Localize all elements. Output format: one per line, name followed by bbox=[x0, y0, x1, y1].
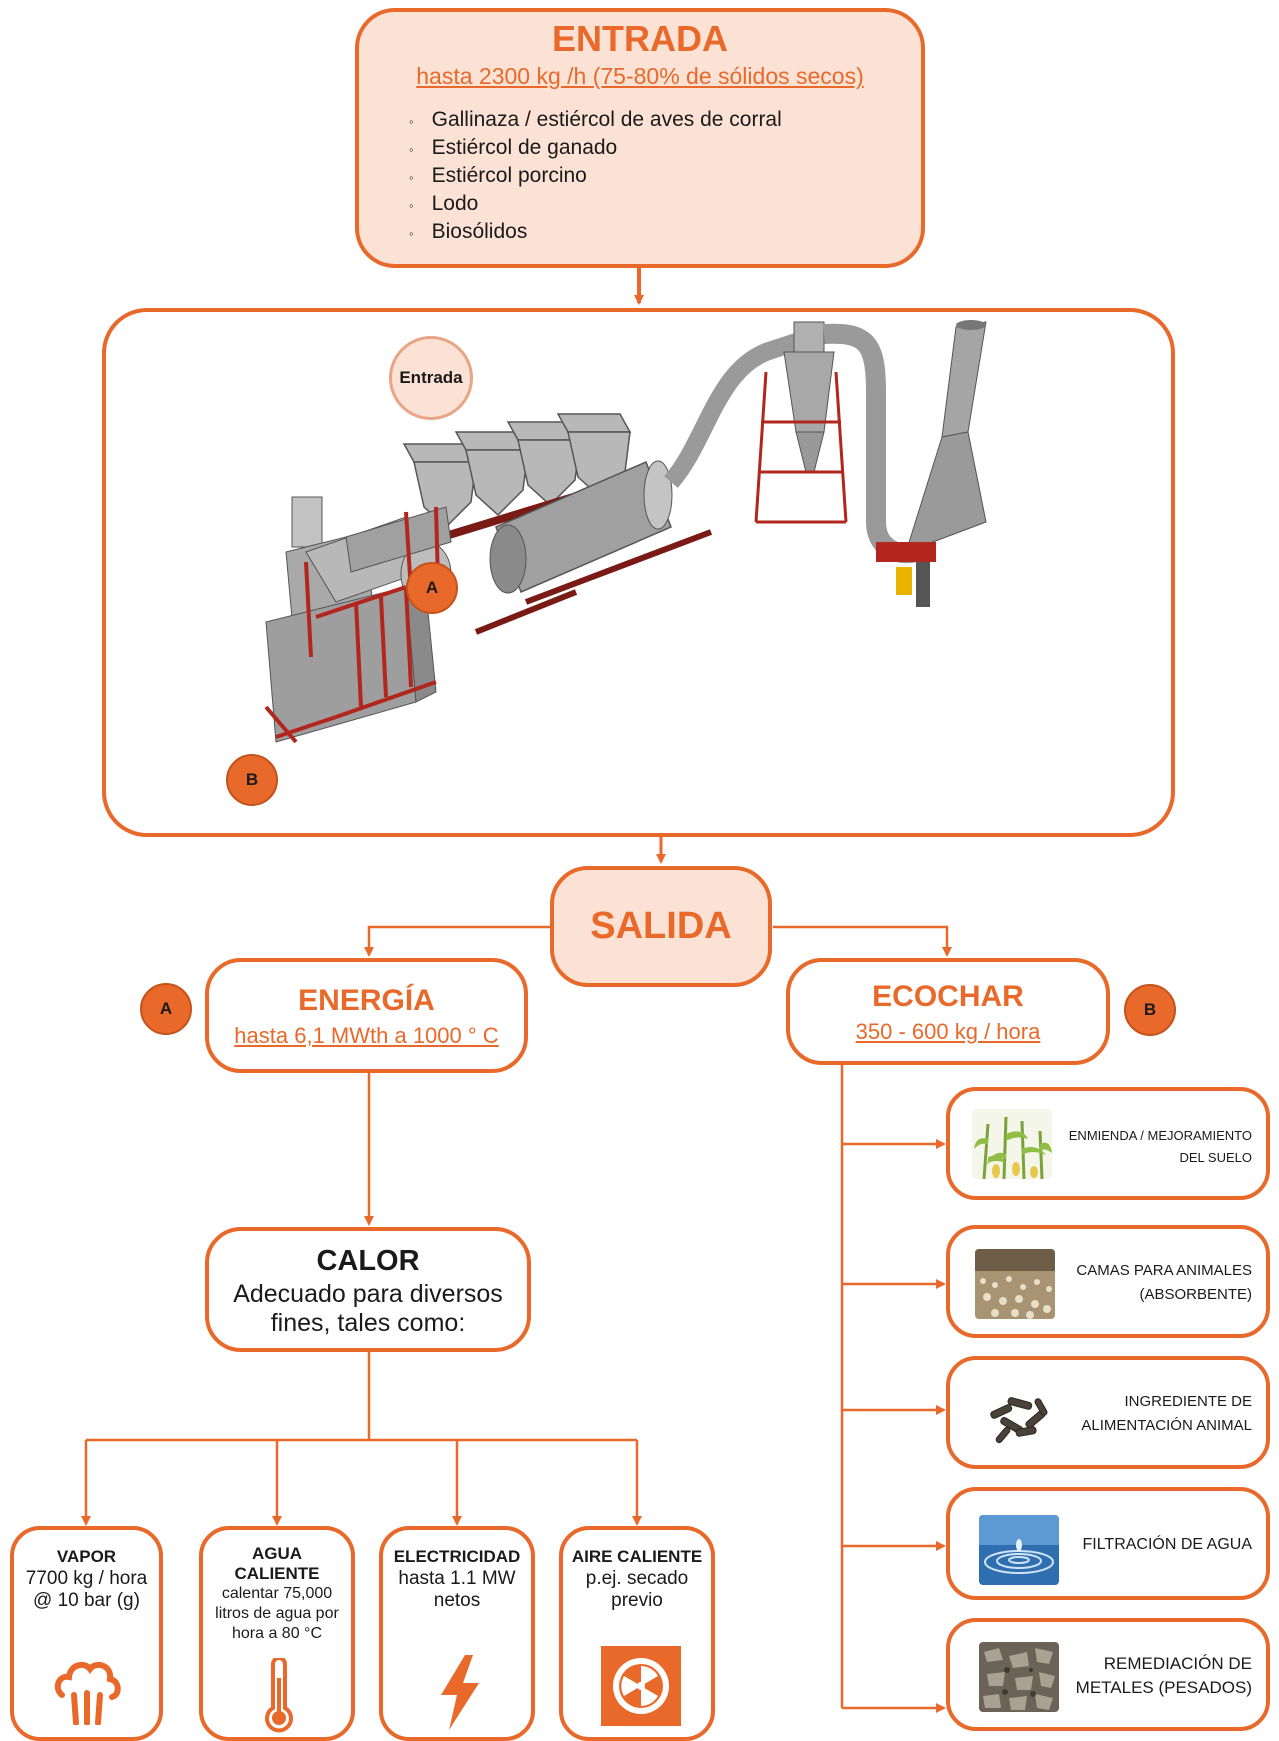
plant-badge-a: A bbox=[406, 562, 458, 614]
energia-box: ENERGÍA hasta 6,1 MWth a 1000 ° C bbox=[205, 958, 528, 1073]
vapor-box: VAPOR 7700 kg / hora @ 10 bar (g) bbox=[10, 1526, 163, 1741]
list-item: ◦Biosólidos bbox=[409, 220, 528, 243]
usecase-metales-line-1: REMEDIACIÓN DE bbox=[1103, 1654, 1252, 1673]
plant-badge-b: B bbox=[226, 754, 278, 806]
heavy-metals-image bbox=[979, 1642, 1059, 1712]
plant-illustration bbox=[264, 320, 987, 744]
entrada-marker-label: Entrada bbox=[399, 368, 463, 387]
usecase-metales-line-2: METALES (PESADOS) bbox=[1075, 1678, 1252, 1697]
usecase-metales: REMEDIACIÓN DE METALES (PESADOS) bbox=[946, 1618, 1270, 1731]
vapor-title: VAPOR bbox=[56, 1547, 117, 1566]
agua-title-2: CALIENTE bbox=[234, 1564, 320, 1583]
usecase-alimentacion-line-2: ALIMENTACIÓN ANIMAL bbox=[1081, 1417, 1252, 1434]
usecase-suelo-line-1: ENMIENDA / MEJORAMIENTO bbox=[1068, 1128, 1252, 1143]
list-item: ◦Lodo bbox=[409, 192, 479, 215]
salida-title: SALIDA bbox=[590, 905, 732, 947]
ecochar-title: ECOCHAR bbox=[872, 980, 1024, 1013]
plant-box: Entrada A B bbox=[102, 308, 1175, 837]
agua-line-1: calentar 75,000 bbox=[221, 1585, 333, 1602]
usecase-suelo-line-2: DEL SUELO bbox=[1179, 1150, 1253, 1165]
usecase-alimentacion: INGREDIENTE DE ALIMENTACIÓN ANIMAL bbox=[946, 1356, 1270, 1469]
electricidad-line-1: hasta 1.1 MW bbox=[398, 1568, 516, 1589]
usecase-alimentacion-line-1: INGREDIENTE DE bbox=[1124, 1393, 1252, 1410]
list-item: ◦Estiércol porcino bbox=[409, 164, 587, 187]
usecase-suelo: ENMIENDA / MEJORAMIENTO DEL SUELO bbox=[946, 1087, 1270, 1200]
biochar-pellets-image bbox=[980, 1380, 1060, 1450]
electricidad-line-2: netos bbox=[433, 1590, 481, 1611]
entrada-box: ENTRADA hasta 2300 kg /h (75-80% de sóli… bbox=[355, 8, 925, 268]
agua-line-2: litros de agua por bbox=[215, 1605, 339, 1622]
entrada-title: ENTRADA bbox=[552, 18, 728, 59]
steam-icon bbox=[54, 1661, 121, 1725]
entrada-marker: Entrada bbox=[389, 336, 473, 420]
aire-line-1: p.ej. secado bbox=[585, 1568, 689, 1589]
burner-unit bbox=[264, 496, 452, 744]
calor-line-1: Adecuado para diversos bbox=[233, 1280, 503, 1308]
usecase-filtracion: FILTRACIÓN DE AGUA bbox=[946, 1487, 1270, 1600]
aire-caliente-box: AIRE CALIENTE p.ej. secado previo bbox=[559, 1526, 715, 1741]
electricidad-box: ELECTRICIDAD hasta 1.1 MW netos bbox=[379, 1526, 535, 1741]
usecase-filtracion-line-1: FILTRACIÓN DE AGUA bbox=[1082, 1536, 1252, 1553]
fan-icon bbox=[601, 1646, 681, 1726]
agua-line-3: hora a 80 °C bbox=[231, 1625, 322, 1642]
calor-title: CALOR bbox=[316, 1245, 420, 1277]
agua-title-1: AGUA bbox=[251, 1544, 303, 1563]
entrada-list: ◦Gallinaza / estiércol de aves de corral… bbox=[409, 107, 889, 247]
list-item: ◦Gallinaza / estiércol de aves de corral bbox=[409, 108, 782, 131]
energia-title: ENERGÍA bbox=[298, 984, 435, 1017]
salida-box: SALIDA bbox=[550, 866, 772, 987]
aire-line-2: previo bbox=[611, 1590, 663, 1611]
thermometer-icon bbox=[265, 1658, 293, 1733]
cyclone bbox=[754, 321, 848, 524]
energia-subtitle: hasta 6,1 MWth a 1000 ° C bbox=[234, 1023, 499, 1048]
energia-badge: A bbox=[140, 983, 192, 1035]
calor-box: CALOR Adecuado para diversos fines, tale… bbox=[205, 1227, 531, 1352]
vapor-line-2: @ 10 bar (g) bbox=[33, 1590, 140, 1611]
ecochar-subtitle: 350 - 600 kg / hora bbox=[855, 1019, 1041, 1044]
ecochar-badge: B bbox=[1124, 984, 1176, 1036]
water-drop-image bbox=[979, 1515, 1059, 1585]
arrow-salida-to-energia bbox=[364, 925, 552, 957]
usecase-camas: CAMAS PARA ANIMALES (ABSORBENTE) bbox=[946, 1225, 1270, 1338]
exhaust-stack bbox=[876, 320, 987, 607]
entrada-subtitle: hasta 2300 kg /h (75-80% de sólidos seco… bbox=[416, 63, 864, 89]
usecase-camas-line-1: CAMAS PARA ANIMALES bbox=[1076, 1262, 1252, 1279]
lightning-icon bbox=[441, 1655, 479, 1730]
corn-plants-image bbox=[972, 1109, 1052, 1179]
arrow-salida-to-ecochar bbox=[773, 925, 952, 957]
electricidad-title: ELECTRICIDAD bbox=[393, 1547, 521, 1566]
list-item: ◦Estiércol de ganado bbox=[409, 136, 618, 159]
ecochar-box: ECOCHAR 350 - 600 kg / hora bbox=[786, 958, 1110, 1065]
usecase-camas-line-2: (ABSORBENTE) bbox=[1139, 1286, 1252, 1303]
poultry-barn-image bbox=[975, 1249, 1055, 1319]
agua-caliente-box: AGUA CALIENTE calentar 75,000 litros de … bbox=[199, 1526, 355, 1741]
calor-line-2: fines, tales como: bbox=[270, 1309, 466, 1337]
vapor-line-1: 7700 kg / hora bbox=[25, 1568, 148, 1589]
rotary-drum bbox=[489, 460, 673, 594]
aire-title: AIRE CALIENTE bbox=[571, 1547, 703, 1566]
